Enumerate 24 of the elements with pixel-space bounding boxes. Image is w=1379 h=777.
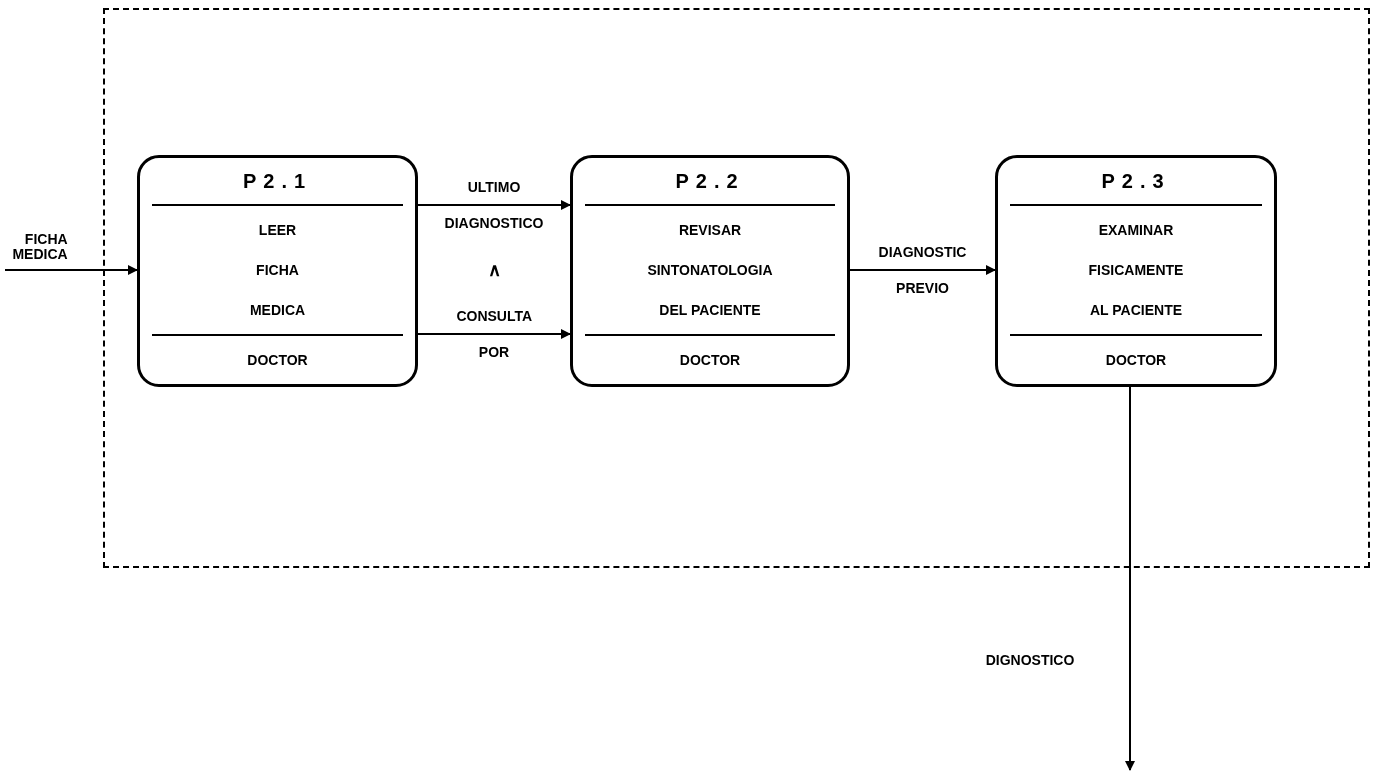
arrow — [849, 265, 996, 275]
system-boundary — [103, 8, 1370, 568]
edge-label: DIGNOSTICO — [985, 650, 1075, 670]
process-actor: DOCTOR — [1105, 350, 1167, 370]
process-name: LEER FICHA MEDICA — [248, 221, 307, 320]
process-box — [570, 155, 850, 387]
process-box — [137, 155, 418, 387]
arrow — [4, 265, 138, 275]
arrow — [417, 329, 571, 339]
process-actor: DOCTOR — [679, 350, 741, 370]
process-actor: DOCTOR — [247, 350, 308, 370]
process-name: EXAMINAR FISICAMENTE AL PACIENTE — [1087, 221, 1185, 320]
edge-label: ULTIMO DIAGNOSTICO — [444, 178, 544, 233]
edge-label: DIAGNOSTIC PREVIO — [878, 243, 967, 298]
process-id: P2.1 — [242, 169, 313, 194]
arrow — [417, 200, 571, 210]
edge-label: CONSULTA POR — [456, 307, 532, 362]
process-name: REVISAR SINTONATOLOGIA DEL PACIENTE — [646, 221, 774, 320]
operator-symbol: ∧ — [487, 258, 501, 282]
process-box — [995, 155, 1277, 387]
edge-label: FICHA MEDICA — [12, 232, 68, 262]
process-id: P2.3 — [1101, 169, 1171, 194]
arrow — [1125, 386, 1135, 771]
process-id: P2.2 — [675, 169, 745, 194]
